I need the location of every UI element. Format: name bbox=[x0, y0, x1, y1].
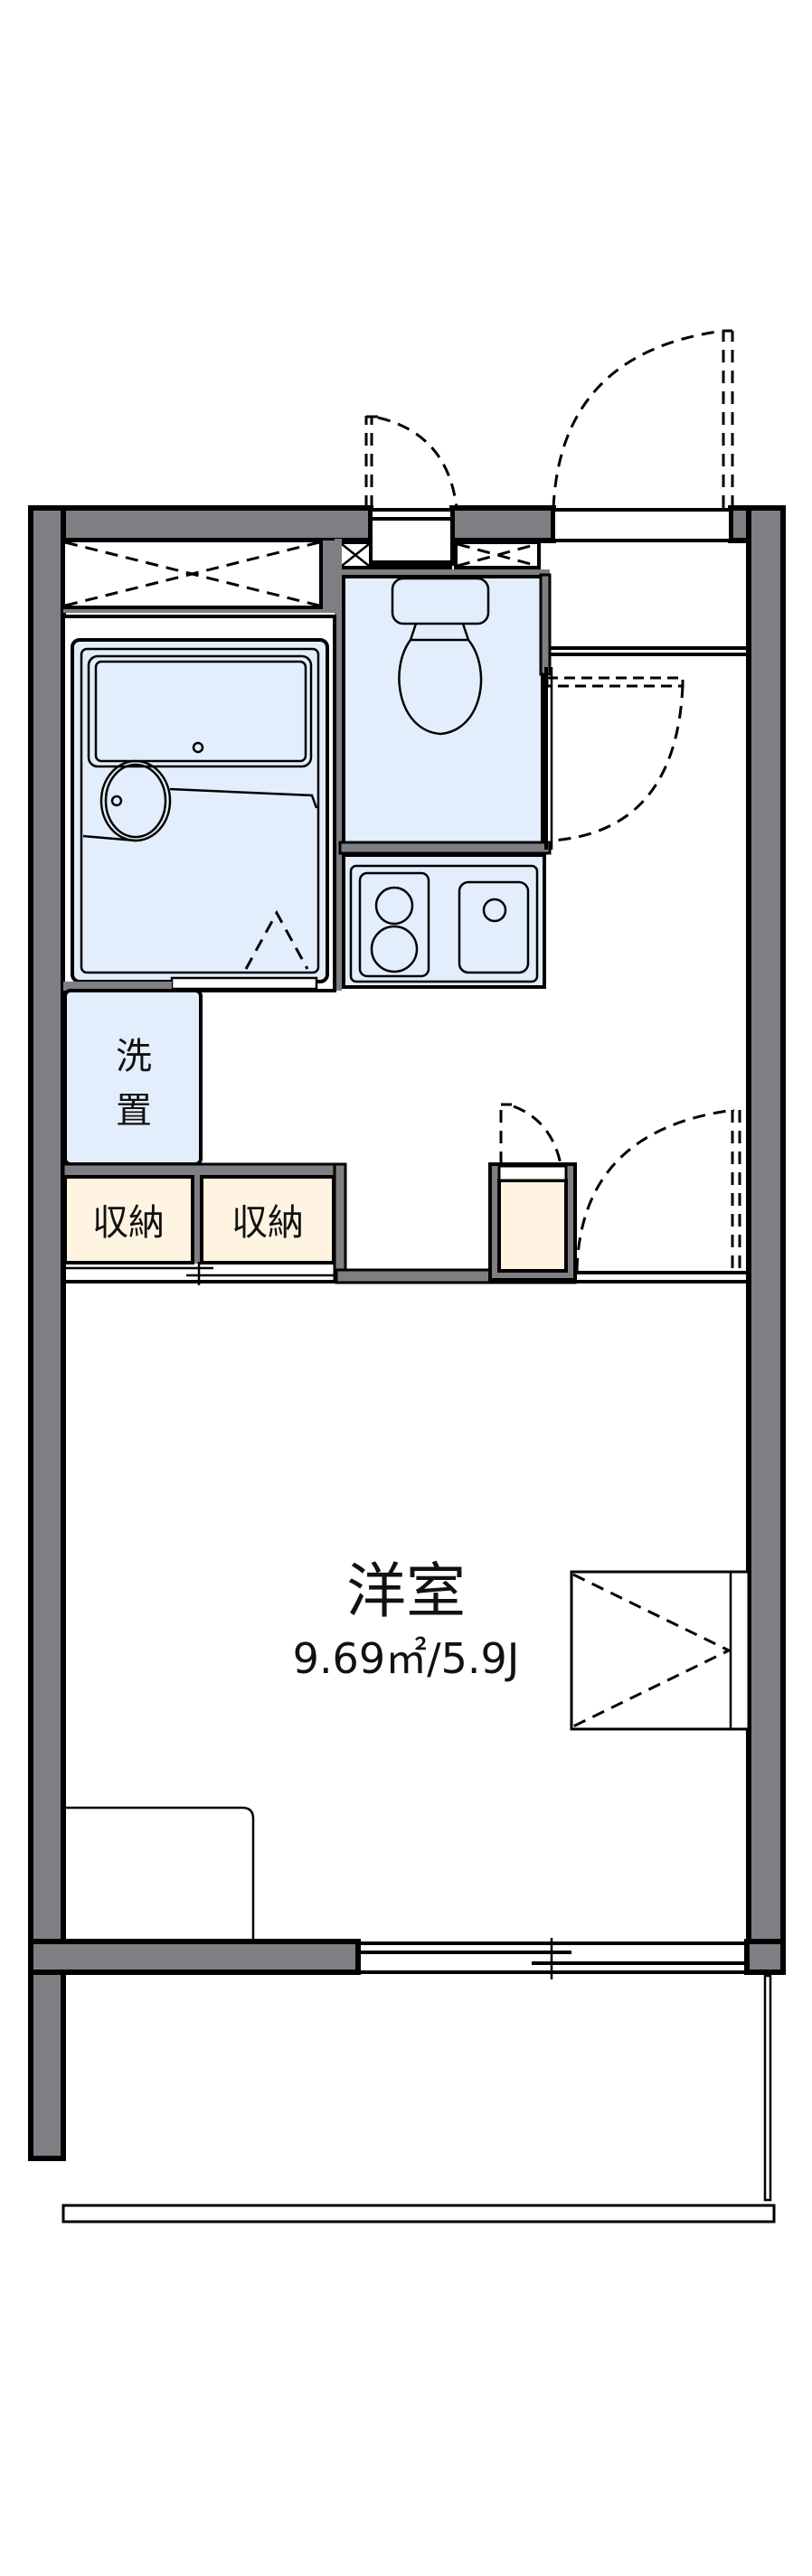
unit-bath bbox=[61, 615, 336, 992]
storage-1-label: 収納 bbox=[92, 1202, 165, 1244]
window-swing-icon bbox=[364, 415, 458, 509]
toilet-window bbox=[369, 508, 454, 569]
storage-closets: 収納 収納 bbox=[61, 1162, 347, 1285]
room-door[interactable] bbox=[575, 1108, 741, 1272]
storage-closet-2[interactable]: 収納 bbox=[200, 1175, 335, 1264]
wardrobe[interactable] bbox=[570, 1570, 751, 1731]
room-partition bbox=[63, 1268, 749, 1284]
desk bbox=[65, 1806, 255, 1941]
washer-space: 洗 置 bbox=[63, 989, 203, 1166]
balcony bbox=[61, 1974, 776, 2223]
sink-icon bbox=[458, 880, 530, 974]
storage-closet-1[interactable]: 収納 bbox=[63, 1175, 194, 1264]
meter-box bbox=[61, 539, 342, 613]
balcony-window[interactable] bbox=[358, 1938, 747, 1979]
exterior-walls bbox=[28, 505, 786, 2161]
pipe-space-left bbox=[338, 541, 373, 569]
toilet-room bbox=[340, 569, 552, 848]
room-label: 洋室 bbox=[346, 1556, 466, 1626]
stove-icon bbox=[358, 871, 430, 978]
washer-label-1: 洗 bbox=[116, 1036, 152, 1077]
pipe-space-right bbox=[454, 541, 541, 569]
kitchen-counter bbox=[338, 841, 552, 989]
hall-door[interactable] bbox=[544, 646, 749, 850]
storage-2-label: 収納 bbox=[231, 1202, 304, 1244]
toilet-icon bbox=[391, 577, 490, 736]
washer-label-2: 置 bbox=[116, 1090, 152, 1132]
entrance-door[interactable] bbox=[552, 329, 734, 542]
shoe-cabinet[interactable] bbox=[488, 1103, 577, 1282]
room-area: 9.69㎡/5.9J bbox=[293, 1634, 520, 1683]
